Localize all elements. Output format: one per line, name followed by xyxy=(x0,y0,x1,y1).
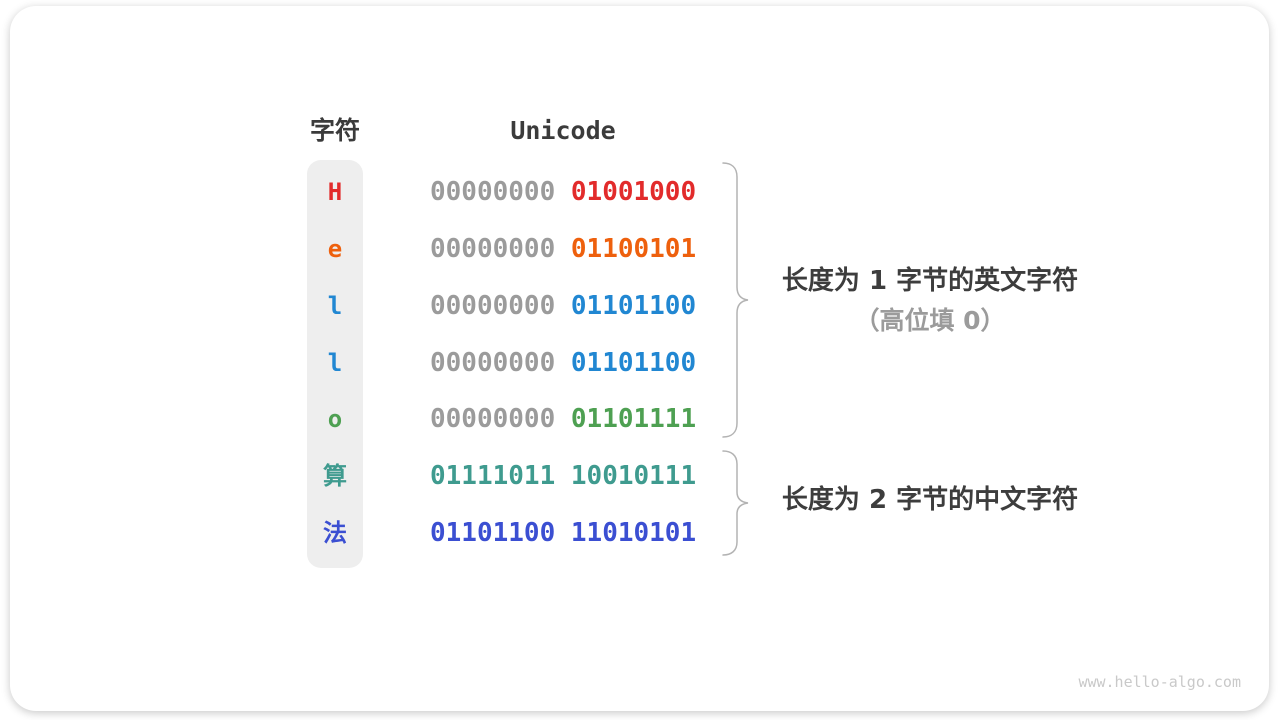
byte-low: 11010101 xyxy=(570,518,697,548)
table-row: l 00000000 01101100 xyxy=(0,349,1280,377)
table-row: 法 01101100 11010101 xyxy=(0,519,1280,547)
binary-cell: 00000000 01100101 xyxy=(430,235,696,263)
unicode-column-header: Unicode xyxy=(510,116,616,145)
binary-cell: 00000000 01101111 xyxy=(430,405,696,433)
table-row: e 00000000 01100101 xyxy=(0,235,1280,263)
character-cell: o xyxy=(327,405,343,433)
byte-low: 01101111 xyxy=(570,404,697,434)
brace-english-group xyxy=(722,162,749,438)
annotation-english-line1: 长度为 1 字节的英文字符 xyxy=(781,266,1079,296)
byte-high: 00000000 xyxy=(430,234,556,264)
annotation-english-line2: （高位填 0） xyxy=(854,306,1006,335)
annotation-chinese-line1: 长度为 2 字节的中文字符 xyxy=(781,485,1079,515)
diagram-card xyxy=(10,6,1269,711)
table-row: o 00000000 01101111 xyxy=(0,405,1280,433)
annotation-english-chars: 长度为 1 字节的英文字符 （高位填 0） xyxy=(750,261,1110,341)
byte-high: 01101100 xyxy=(430,518,556,548)
byte-high: 00000000 xyxy=(430,291,556,321)
byte-low: 01100101 xyxy=(570,234,697,264)
character-cell: l xyxy=(327,292,343,320)
char-column-header: 字符 xyxy=(309,116,360,145)
binary-cell: 00000000 01101100 xyxy=(430,349,696,377)
byte-high: 00000000 xyxy=(430,404,556,434)
binary-cell: 00000000 01101100 xyxy=(430,292,696,320)
table-row: 算 01111011 10010111 xyxy=(0,462,1280,490)
character-cell: H xyxy=(327,178,343,206)
binary-cell: 01111011 10010111 xyxy=(430,462,696,490)
character-cell: 法 xyxy=(323,519,347,547)
byte-low: 01101100 xyxy=(570,348,697,378)
annotation-chinese-chars: 长度为 2 字节的中文字符 xyxy=(750,480,1110,520)
byte-low: 01001000 xyxy=(570,177,697,207)
watermark-url: www.hello-algo.com xyxy=(1078,673,1241,691)
byte-high: 00000000 xyxy=(430,177,556,207)
byte-low: 10010111 xyxy=(570,461,697,491)
brace-chinese-group xyxy=(722,450,749,556)
table-row: l 00000000 01101100 xyxy=(0,292,1280,320)
grouping-braces xyxy=(722,162,749,556)
binary-cell: 01101100 11010101 xyxy=(430,519,696,547)
binary-cell: 00000000 01001000 xyxy=(430,178,696,206)
byte-high: 00000000 xyxy=(430,348,556,378)
byte-low: 01101100 xyxy=(570,291,697,321)
character-cell: 算 xyxy=(323,462,347,490)
character-cell: e xyxy=(327,235,343,263)
table-row: H 00000000 01001000 xyxy=(0,178,1280,206)
character-cell: l xyxy=(327,349,343,377)
byte-high: 01111011 xyxy=(430,461,556,491)
char-column-background xyxy=(307,160,363,568)
